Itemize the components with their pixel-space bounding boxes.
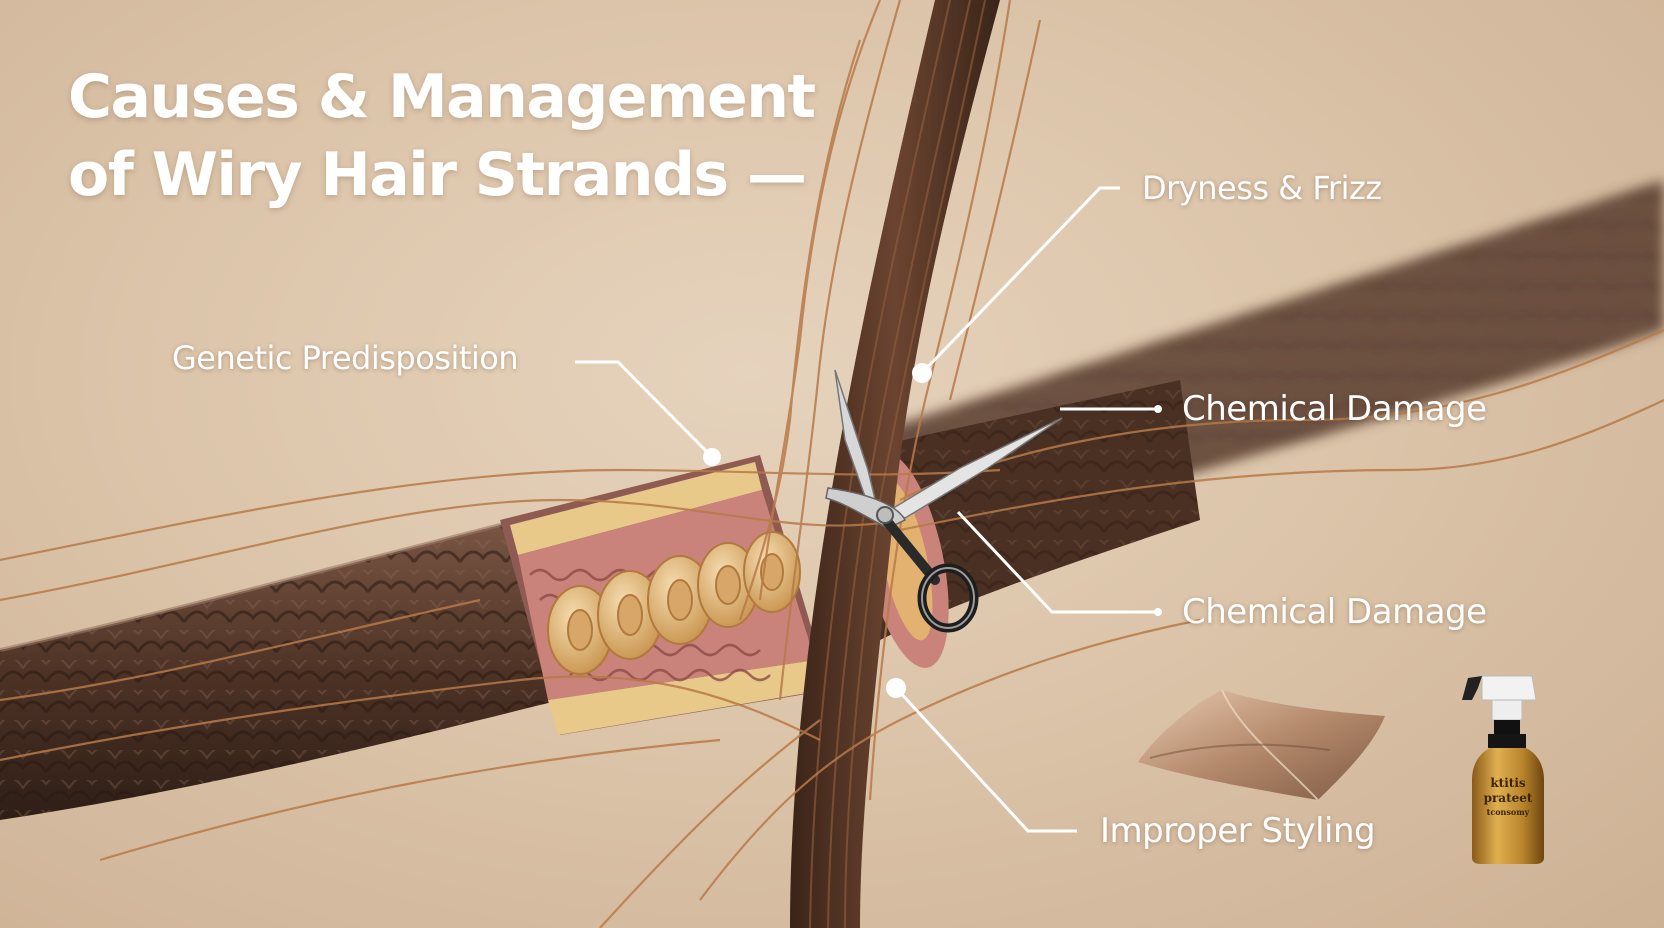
bottle-label: ktitis prateet tconsomy xyxy=(1484,776,1533,817)
leader-line-genetic xyxy=(575,360,714,459)
leader-dot-dryness xyxy=(912,363,932,383)
title-line-2: of Wiry Hair Strands — xyxy=(68,140,807,210)
bottle-label-line-3: tconsomy xyxy=(1487,807,1530,817)
leader-dot-genetic xyxy=(703,448,721,466)
bottle-label-line-2: prateet xyxy=(1484,791,1533,805)
satin-pillow-icon xyxy=(1138,689,1385,801)
leader-dot-chemical-1 xyxy=(1154,405,1162,413)
hair-shaft-left xyxy=(0,518,560,820)
hair-cross-section xyxy=(500,455,830,735)
leader-lines xyxy=(575,186,1158,833)
spray-bottle-icon xyxy=(1462,675,1544,864)
leader-dot-styling xyxy=(886,678,906,698)
callout-improper-styling: Improper Styling xyxy=(1100,811,1376,851)
leader-dot-chemical-2 xyxy=(1154,608,1162,616)
callout-chemical-damage-1: Chemical Damage xyxy=(1182,389,1487,429)
medulla-rings xyxy=(547,531,801,675)
callout-genetic-predisposition: Genetic Predisposition xyxy=(172,339,519,377)
leader-line-dryness xyxy=(920,186,1120,375)
page-title: Causes & Management of Wiry Hair Strands… xyxy=(68,58,816,214)
scissors-icon xyxy=(825,369,1063,633)
bottle-label-line-1: ktitis xyxy=(1490,776,1526,790)
title-line-1: Causes & Management xyxy=(68,62,816,132)
leader-line-chemical-2 xyxy=(956,510,1158,614)
callout-dryness-frizz: Dryness & Frizz xyxy=(1142,169,1382,207)
callout-chemical-damage-2: Chemical Damage xyxy=(1182,592,1487,632)
leader-dots xyxy=(703,363,1162,698)
leader-line-styling xyxy=(894,686,1077,833)
